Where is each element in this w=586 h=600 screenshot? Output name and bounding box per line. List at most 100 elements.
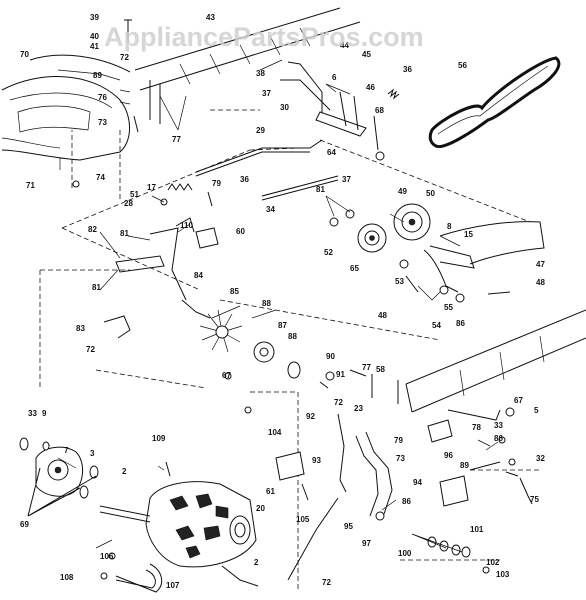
callout-label: 70 — [20, 50, 29, 59]
callout-label: 28 — [124, 199, 133, 208]
callout-label: 55 — [444, 303, 453, 312]
callout-label: 91 — [336, 370, 345, 379]
callout-label: 34 — [266, 205, 275, 214]
callout-label: 78 — [472, 423, 481, 432]
callout-label: 43 — [206, 13, 215, 22]
callout-label: 5 — [534, 406, 539, 415]
callout-label: 48 — [378, 311, 387, 320]
callout-label: 65 — [350, 264, 359, 273]
watermark: AppliancePartsPros.com — [104, 22, 424, 52]
callout-label: 109 — [152, 434, 166, 443]
callout-label: 95 — [344, 522, 353, 531]
callout-label: 96 — [444, 451, 453, 460]
callout-label: 50 — [426, 189, 435, 198]
callout-label: 88 — [288, 332, 297, 341]
callout-label: 77 — [172, 135, 181, 144]
callout-label: 90 — [326, 352, 335, 361]
callout-label: 83 — [76, 324, 85, 333]
callout-label: 79 — [394, 436, 403, 445]
callout-label: 46 — [366, 83, 375, 92]
callout-label: 73 — [396, 454, 405, 463]
callout-label: 38 — [256, 69, 265, 78]
callout-label: 68 — [375, 106, 384, 115]
callout-label: 60 — [236, 227, 245, 236]
callout-label: 69 — [20, 520, 29, 529]
callout-label: 15 — [464, 230, 473, 239]
callout-label: 89 — [93, 71, 102, 80]
callout-label: 48 — [536, 278, 545, 287]
callout-label: 77 — [362, 363, 371, 372]
callout-label: 72 — [86, 345, 95, 354]
callout-label: 101 — [470, 525, 484, 534]
callout-label: 37 — [262, 89, 271, 98]
callout-label: 40 — [90, 32, 99, 41]
callout-label: 86 — [402, 497, 411, 506]
callout-label: 23 — [354, 404, 363, 413]
callout-label: 92 — [306, 412, 315, 421]
callout-label: 58 — [376, 365, 385, 374]
callout-label: 67 — [514, 396, 523, 405]
callout-label: 2 — [254, 558, 259, 567]
line-art — [1, 7, 586, 593]
callout-label: 52 — [324, 248, 333, 257]
callout-label: 36 — [403, 65, 412, 74]
callout-label: 76 — [98, 93, 107, 102]
callout-label: 8 — [447, 222, 452, 231]
callout-label: 47 — [536, 260, 545, 269]
callout-label: 33 — [494, 421, 503, 430]
callout-label: 97 — [362, 539, 371, 548]
callout-label: 106 — [100, 552, 114, 561]
callout-label: 93 — [312, 456, 321, 465]
callout-label: 85 — [230, 287, 239, 296]
callout-label: 108 — [60, 573, 74, 582]
callout-label: 104 — [268, 428, 282, 437]
callout-label: 30 — [280, 103, 289, 112]
callout-label: 81 — [92, 283, 101, 292]
callout-label: 86 — [456, 319, 465, 328]
callout-label: 61 — [266, 487, 275, 496]
callout-label: 107 — [166, 581, 180, 590]
callout-label: 74 — [96, 173, 105, 182]
callout-label: 79 — [212, 179, 221, 188]
callout-label: 105 — [296, 515, 310, 524]
callout-label: 94 — [413, 478, 422, 487]
callout-label: 41 — [90, 42, 99, 51]
callout-label: 2 — [122, 467, 127, 476]
callout-label: 45 — [362, 50, 371, 59]
callout-label: 72 — [322, 578, 331, 587]
callout-label: 72 — [120, 53, 129, 62]
callout-label: 39 — [90, 13, 99, 22]
callout-label: 103 — [496, 570, 510, 579]
callout-label: 82 — [88, 225, 97, 234]
callout-label: 20 — [256, 504, 265, 513]
callout-label: 110 — [180, 221, 193, 230]
callout-label: 17 — [147, 183, 156, 192]
callout-label: 3 — [90, 449, 95, 458]
callout-label: 88 — [262, 299, 271, 308]
callout-label: 86 — [494, 434, 503, 443]
callout-label: 64 — [327, 148, 336, 157]
callout-label: 37 — [342, 175, 351, 184]
callout-label: 87 — [278, 321, 287, 330]
callout-label: 49 — [398, 187, 407, 196]
callout-label: 53 — [395, 277, 404, 286]
callout-label: 100 — [398, 549, 412, 558]
callout-label: 84 — [194, 271, 203, 280]
callout-label: 71 — [26, 181, 35, 190]
callout-label: 44 — [340, 41, 349, 50]
callout-label: 9 — [42, 409, 47, 418]
callout-label: 51 — [130, 190, 139, 199]
callout-label: 56 — [458, 61, 467, 70]
callout-label: 6 — [332, 73, 337, 82]
callout-label: 33 — [28, 409, 37, 418]
callout-label: 72 — [334, 398, 343, 407]
callout-label: 67 — [222, 371, 231, 380]
callout-label: 89 — [460, 461, 469, 470]
callout-labels: 39 43 40 41 44 45 70 72 89 76 36 56 38 6… — [20, 13, 545, 590]
callout-label: 102 — [486, 558, 500, 567]
callout-label: 29 — [256, 126, 265, 135]
callout-label: 73 — [98, 118, 107, 127]
callout-label: 7 — [64, 446, 69, 455]
callout-label: 54 — [432, 321, 441, 330]
